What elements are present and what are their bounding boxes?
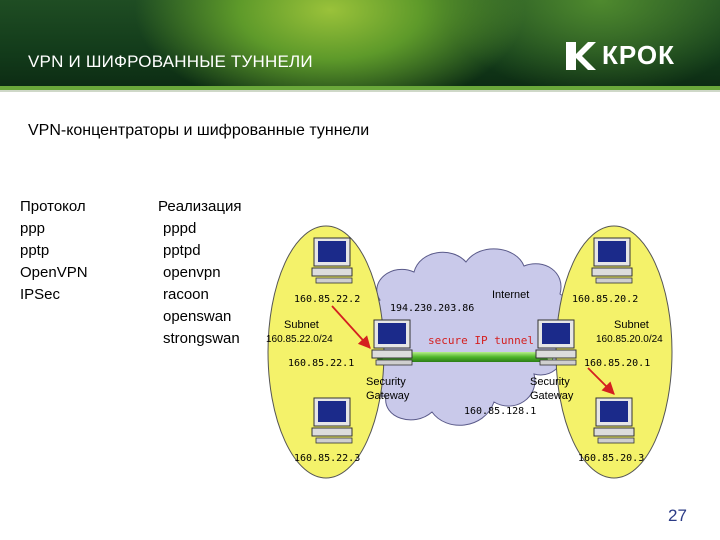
left-gateway-label: Security [366,376,406,388]
gateway-computer-icon [535,319,577,366]
header-divider-light [0,90,720,92]
left-top-host-ip: 160.85.22.2 [294,294,360,305]
right-gateway-ip: 160.85.20.1 [584,358,650,369]
implementation-item: openvpn [163,264,221,281]
logo-text: КРОК [602,40,675,70]
left-gateway-ip: 160.85.22.1 [288,358,354,369]
right-subnet-label: Subnet [614,319,649,331]
left-gateway-label: Gateway [366,390,410,402]
left-subnet-cidr: 160.85.22.0/24 [266,334,333,345]
implementation-item: strongswan [163,330,240,347]
right-bottom-host-ip: 160.85.20.3 [578,453,644,464]
header-divider [0,86,720,90]
subtitle: VPN-концентраторы и шифрованные туннели [28,122,370,139]
left-subnet-label: Subnet [284,319,319,331]
right-top-host-ip: 160.85.20.2 [572,294,638,305]
protocol-item: ppp [20,220,46,237]
right-gateway-label: Security [530,376,570,388]
implementation-item: openswan [163,308,232,325]
slide-title: VPN И ШИФРОВАННЫЕ ТУННЕЛИ [28,52,313,71]
route-arrow [331,305,371,349]
remote-host-ip: 194.230.203.86 [390,303,474,314]
computer-icon [593,397,635,444]
protocol-item: IPSec [20,286,61,303]
slide-number: 27 [668,506,687,525]
protocol-item: pptp [20,242,50,259]
computer-icon [591,237,633,284]
internet-label: Internet [492,289,529,301]
protocol-item: OpenVPN [20,264,88,281]
implementation-column-header: Реализация [158,198,242,215]
implementation-item: pptpd [163,242,201,259]
left-bottom-host-ip: 160.85.22.3 [294,453,360,464]
right-gateway-wan-ip: 160.85.128.1 [464,406,536,417]
implementation-item: pppd [163,220,197,237]
right-subnet-cidr: 160.85.20.0/24 [596,334,663,345]
computer-icon [311,237,353,284]
protocol-column-header: Протокол [20,198,86,215]
implementation-item: racoon [163,286,209,303]
tunnel-label: secure IP tunnel [428,334,534,347]
gateway-computer-icon [371,319,413,366]
computer-icon [311,397,353,444]
header-banner: VPN И ШИФРОВАННЫЕ ТУННЕЛИ КРОК [0,0,720,92]
right-gateway-label: Gateway [530,390,574,402]
krok-logo-icon [566,42,596,70]
route-arrow [587,367,615,395]
